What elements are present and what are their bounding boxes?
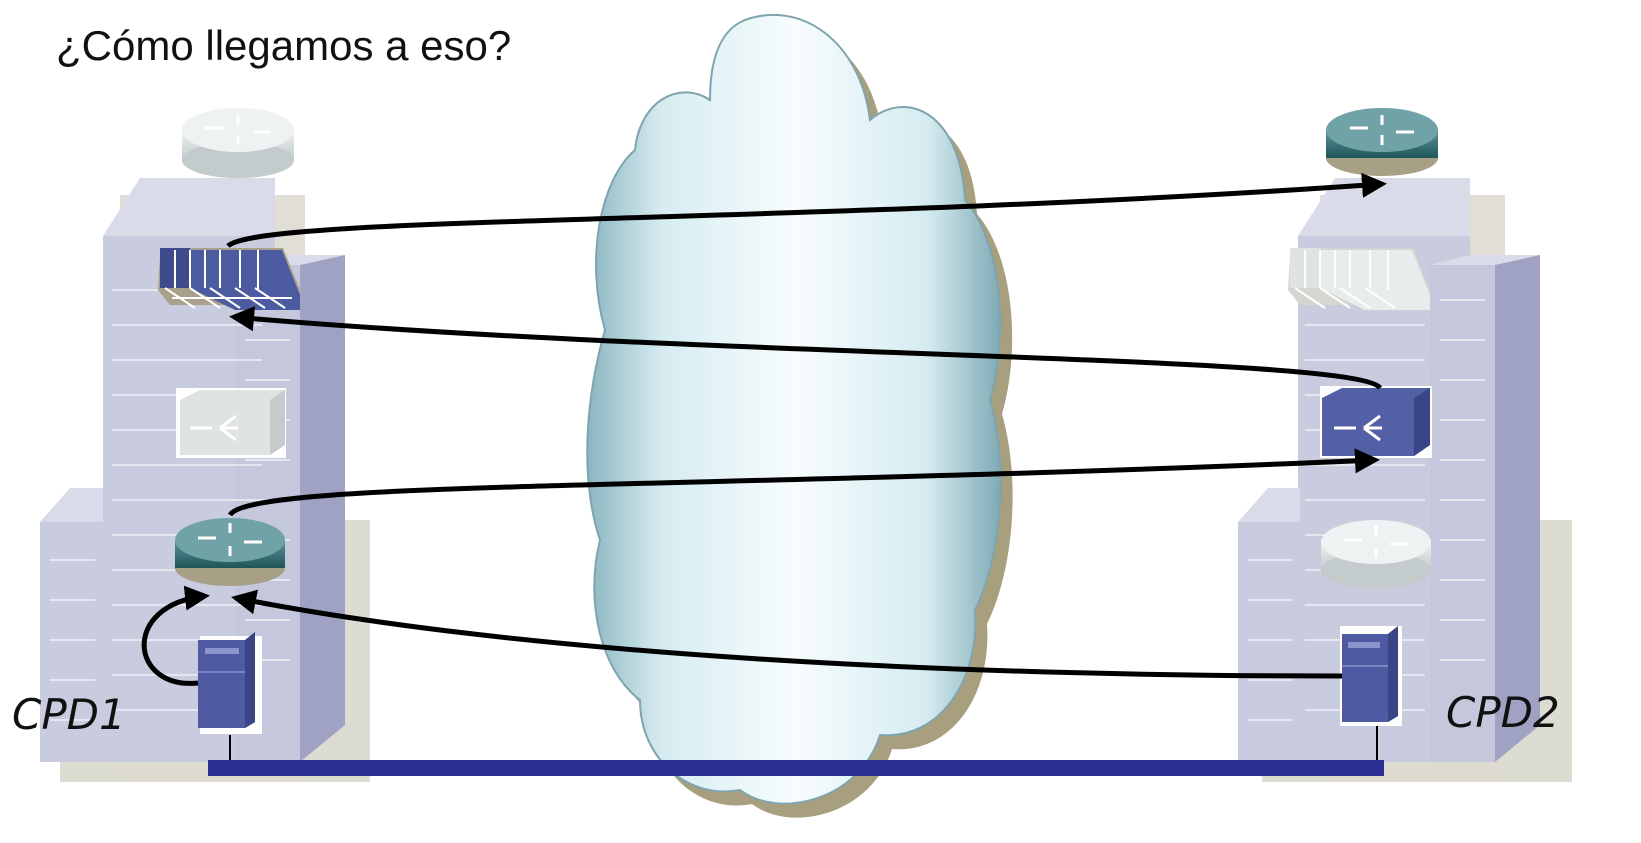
cpd1-label: CPD1 [12,690,126,739]
cpd2-router-active [1326,108,1438,176]
cpd1-router-active [175,518,285,586]
cpd2-label: CPD2 [1446,688,1560,737]
cpd2-load-balancer-active [1320,386,1432,458]
cpd1-firewall-active [158,248,300,310]
cpd1-load-balancer-inactive [176,388,286,458]
cpd2-firewall-inactive [1288,248,1430,310]
cpd1-router-inactive [182,108,294,178]
slide-question: ¿Cómo llegamos a eso? [56,22,511,70]
cpd2-server [1340,626,1402,726]
wan-cloud [587,15,1012,818]
cpd2-router-inactive [1321,520,1431,588]
cpd1-server [198,632,262,734]
